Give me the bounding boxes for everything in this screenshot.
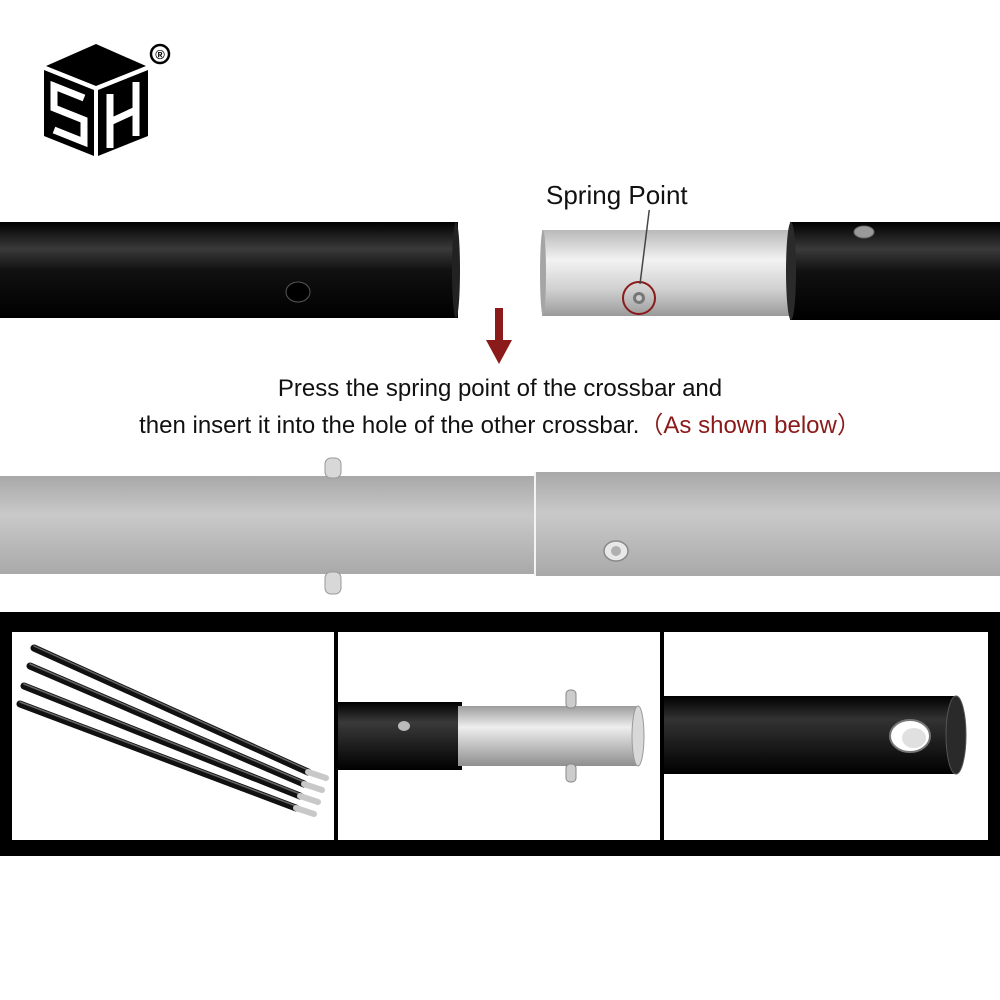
arrow-down-icon <box>486 308 512 364</box>
pole-joint-icon <box>338 689 645 783</box>
instruction-line-1: Press the spring point of the crossbar a… <box>277 375 723 402</box>
instruction-line-2: then insert it into the hole of the othe… <box>0 405 1000 440</box>
spring-point-label: Spring Point <box>546 180 688 210</box>
spring-point-leader-line <box>639 210 651 285</box>
pole-end-hole-icon <box>664 695 967 775</box>
detail-panel-pole-end-hole <box>664 632 988 840</box>
right-pole-with-spring-insert <box>540 210 1000 320</box>
left-black-pole <box>0 222 460 318</box>
sh-cube-logo-icon: ® <box>44 43 171 156</box>
poles-bundle-icon <box>16 644 329 817</box>
detail-panel-poles-bundle <box>12 632 334 840</box>
brand-logo: ® <box>38 40 178 160</box>
detail-gallery <box>0 612 1000 856</box>
pole-hole-icon <box>285 281 311 303</box>
assembled-pole-illustration <box>0 457 1000 595</box>
as-shown-note: （As shown below） <box>639 412 861 439</box>
detail-panel-pole-joint <box>338 632 660 840</box>
disassembled-poles-illustration <box>0 210 1000 320</box>
instruction-line-2-text: then insert it into the hole of the othe… <box>139 412 640 439</box>
registered-mark: ® <box>155 47 165 62</box>
